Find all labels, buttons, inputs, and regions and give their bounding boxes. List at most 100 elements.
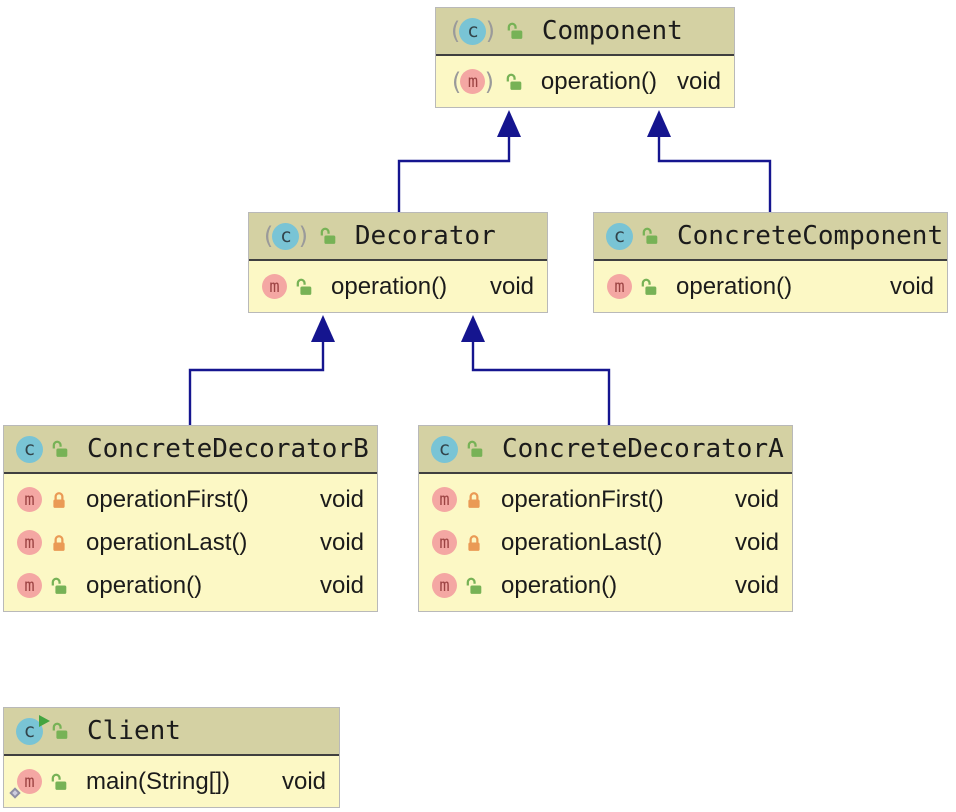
abstract-paren-icon: ( — [448, 17, 463, 45]
method-name: operationLast() — [86, 528, 248, 556]
method-row[interactable]: m operation() void — [419, 564, 792, 607]
public-unlocked-icon — [506, 73, 522, 90]
method-return-type: void — [281, 767, 326, 795]
method-row[interactable]: m operation() void — [4, 564, 377, 607]
abstract-class-icon: c — [459, 17, 487, 45]
class-members: m operationFirst() void m operationLast(… — [419, 474, 792, 611]
public-unlocked-icon — [642, 227, 658, 244]
method-row[interactable]: m operation() void — [594, 265, 947, 308]
method-icon: m — [262, 274, 287, 299]
abstract-class-icon: c — [272, 222, 300, 250]
class-header: c Client — [4, 708, 339, 756]
class-icon: c — [431, 435, 458, 463]
public-unlocked-icon — [467, 440, 483, 457]
class-icon: c — [16, 435, 43, 463]
method-row[interactable]: m operationLast() void — [419, 521, 792, 564]
class-node-decorator[interactable]: ( c ) Decorator m operation() void — [248, 212, 548, 313]
class-name: Decorator — [354, 221, 496, 251]
method-return-type: void — [489, 272, 534, 300]
method-return-type: void — [319, 485, 364, 513]
edge-concretecomponent-extends-component[interactable] — [647, 110, 772, 212]
method-name: operationFirst() — [86, 485, 249, 513]
static-method-icon-wrap: m — [9, 769, 42, 799]
method-name: operation() — [501, 571, 618, 599]
class-node-concrete-decorator-a[interactable]: c ConcreteDecoratorA m operationFirst() … — [418, 425, 793, 612]
method-icon: m — [17, 573, 42, 598]
method-icon: m — [17, 530, 42, 555]
method-name: operation() — [676, 272, 793, 300]
class-name: ConcreteDecoratorA — [502, 434, 784, 464]
class-node-concrete-decorator-b[interactable]: c ConcreteDecoratorB m operationFirst() … — [3, 425, 378, 612]
method-row[interactable]: m operationFirst() void — [419, 478, 792, 521]
run-badge-icon — [39, 714, 50, 727]
method-icon: m — [432, 573, 457, 598]
abstract-paren-icon: ) — [483, 17, 498, 45]
class-node-component[interactable]: ( c ) Component ( m ) operation() void — [435, 7, 735, 108]
runnable-class-icon-wrap: c — [16, 714, 50, 745]
method-name: operation() — [540, 67, 657, 95]
class-icon: c — [606, 222, 633, 250]
abstract-paren-icon: ) — [482, 67, 497, 96]
method-return-type: void — [889, 272, 934, 300]
private-locked-icon — [468, 491, 480, 508]
public-unlocked-icon — [296, 278, 312, 295]
class-node-client[interactable]: c Client m main(String[]) void — [3, 707, 340, 808]
class-name: ConcreteDecoratorB — [87, 434, 369, 464]
public-unlocked-icon — [52, 722, 68, 739]
method-name: operation() — [331, 272, 448, 300]
class-header: c ConcreteDecoratorA — [419, 426, 792, 474]
public-unlocked-icon — [51, 773, 67, 790]
method-row[interactable]: m operation() void — [249, 265, 547, 308]
method-icon: m — [432, 487, 457, 512]
method-return-type: void — [734, 528, 779, 556]
method-return-type: void — [734, 485, 779, 513]
private-locked-icon — [53, 491, 65, 508]
public-unlocked-icon — [466, 577, 482, 594]
method-row[interactable]: ( m ) operation() void — [436, 60, 734, 103]
method-icon: m — [17, 487, 42, 512]
edge-decorator-extends-component[interactable] — [397, 110, 521, 212]
abstract-paren-icon: ( — [449, 67, 464, 96]
class-header: c ConcreteDecoratorB — [4, 426, 377, 474]
private-locked-icon — [468, 534, 480, 551]
method-return-type: void — [676, 67, 721, 95]
class-members: m operation() void — [594, 261, 947, 312]
abstract-method-icon: m — [460, 69, 486, 94]
method-row[interactable]: m operationFirst() void — [4, 478, 377, 521]
class-name: Client — [87, 716, 181, 746]
class-node-concrete-component[interactable]: c ConcreteComponent m operation() void — [593, 212, 948, 313]
private-locked-icon — [53, 534, 65, 551]
class-name: ConcreteComponent — [677, 221, 944, 251]
public-unlocked-icon — [641, 278, 657, 295]
method-icon: m — [17, 769, 42, 794]
class-members: ( m ) operation() void — [436, 56, 734, 107]
class-header: ( c ) Decorator — [249, 213, 547, 261]
abstract-paren-icon: ( — [261, 222, 276, 250]
method-name: operationLast() — [501, 528, 663, 556]
class-name: Component — [541, 16, 683, 46]
public-unlocked-icon — [52, 440, 68, 457]
method-name: operationFirst() — [501, 485, 664, 513]
abstract-paren-icon: ) — [296, 222, 311, 250]
method-return-type: void — [319, 528, 364, 556]
class-members: m operation() void — [249, 261, 547, 312]
class-members: m operationFirst() void m operationLast(… — [4, 474, 377, 611]
method-name: operation() — [86, 571, 203, 599]
method-row[interactable]: m operationLast() void — [4, 521, 377, 564]
edge-concretedecoratorb-extends-decorator[interactable] — [188, 315, 335, 425]
method-return-type: void — [319, 571, 364, 599]
method-row[interactable]: m main(String[]) void — [4, 760, 339, 803]
class-members: m main(String[]) void — [4, 756, 339, 807]
method-icon: m — [607, 274, 632, 299]
edge-concretedecoratora-extends-decorator[interactable] — [461, 315, 611, 425]
public-unlocked-icon — [507, 22, 523, 39]
public-unlocked-icon — [320, 227, 336, 244]
class-header: ( c ) Component — [436, 8, 734, 56]
class-icon: c — [16, 717, 43, 745]
public-unlocked-icon — [51, 577, 67, 594]
method-icon: m — [432, 530, 457, 555]
class-header: c ConcreteComponent — [594, 213, 947, 261]
method-return-type: void — [734, 571, 779, 599]
